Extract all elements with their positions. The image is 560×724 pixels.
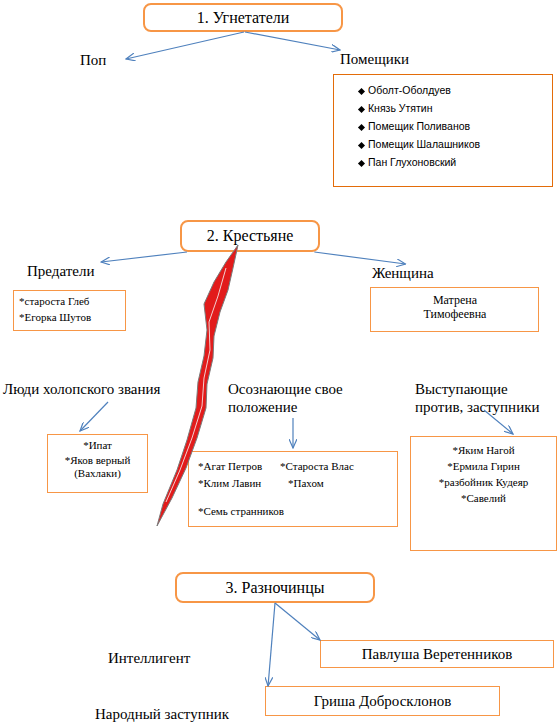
- list-item: *Староста Влас: [280, 460, 392, 473]
- list-item: *Пахом: [288, 477, 388, 490]
- list-box: Выступающие против, заступники *Яким Наго…: [408, 380, 558, 552]
- list-item: *староста Глеб: [19, 295, 124, 308]
- list-item: *Агат Петров: [198, 460, 283, 473]
- list-item: *Семь странников: [198, 505, 348, 518]
- list-item: *Яким Нагой: [410, 444, 557, 457]
- category-box: 1. Угнетатели: [143, 3, 343, 32]
- list-item: *разбойник Кудеяр: [410, 476, 557, 489]
- connector-arrow: [268, 603, 275, 686]
- list-item: *Ермила Гирин: [410, 460, 557, 473]
- connector-arrow: [101, 252, 187, 262]
- box-title: 3. Разночинцы: [175, 578, 375, 597]
- connector-arrow: [314, 252, 405, 264]
- tear-highlight: [166, 268, 226, 502]
- list-item: Помещик Поливанов: [368, 120, 548, 133]
- group-heading: Помещики: [340, 50, 460, 68]
- list-item: Матрена Тимофеевна: [410, 293, 500, 322]
- list-item: *Клим Лавин: [198, 477, 283, 490]
- leader-arrow: [126, 32, 244, 59]
- list-box: ПомещикиОболт-ОболдуевКнязь УтятинПомещи…: [330, 50, 554, 190]
- list-item: *Ипат: [51, 439, 144, 452]
- list-box: Люди холопского звания *Ипат *Яков верный …: [3, 380, 193, 494]
- plain-label: Интеллигент: [108, 649, 190, 667]
- group-heading: Люди холопского звания: [3, 380, 193, 398]
- list-item: Помещик Шалашников: [368, 138, 548, 151]
- group-heading: Предатели: [27, 262, 127, 280]
- list-item: *Савелий: [410, 492, 557, 505]
- plain-label: Народный заступник: [95, 705, 229, 723]
- list-item: Князь Утятин: [368, 102, 548, 115]
- connector-arrow: [275, 603, 320, 640]
- name-box: Павлуша Веретенников: [320, 640, 554, 668]
- box-title: Гриша Добросклонов: [265, 692, 500, 710]
- plain-label: Поп: [80, 51, 106, 69]
- list-item: *Яков верный (Вахлаки): [51, 454, 144, 480]
- category-box: 3. Разночинцы: [175, 572, 375, 603]
- leader-arrow: [80, 402, 108, 431]
- group-heading: Осознающие свое положение: [228, 380, 363, 416]
- group-heading: Женщина: [372, 264, 472, 282]
- list-box: Осознающие свое положение *Агат Петров*Ст…: [188, 380, 398, 528]
- name-box: Гриша Добросклонов: [265, 686, 500, 716]
- list-box: Предатели *староста Глеб *Егорка Шутов: [13, 262, 126, 331]
- leader-arrow: [292, 418, 293, 448]
- box-title: Павлуша Веретенников: [320, 645, 554, 663]
- list-box: ЖенщинаМатрена Тимофеевна: [370, 264, 539, 332]
- connector-arrow: [245, 32, 340, 50]
- leader-arrow: [484, 410, 513, 434]
- group-heading: Выступающие против, заступники: [415, 380, 545, 416]
- box-title: 2. Крестьяне: [180, 226, 320, 245]
- list-item: Пан Глухоновский: [368, 156, 548, 169]
- tear-stripe: [157, 245, 238, 526]
- box-title: 1. Угнетатели: [143, 8, 343, 27]
- list-item: Оболт-Оболдуев: [368, 84, 548, 97]
- category-box: 2. Крестьяне: [180, 220, 320, 252]
- list-item: *Егорка Шутов: [19, 311, 124, 324]
